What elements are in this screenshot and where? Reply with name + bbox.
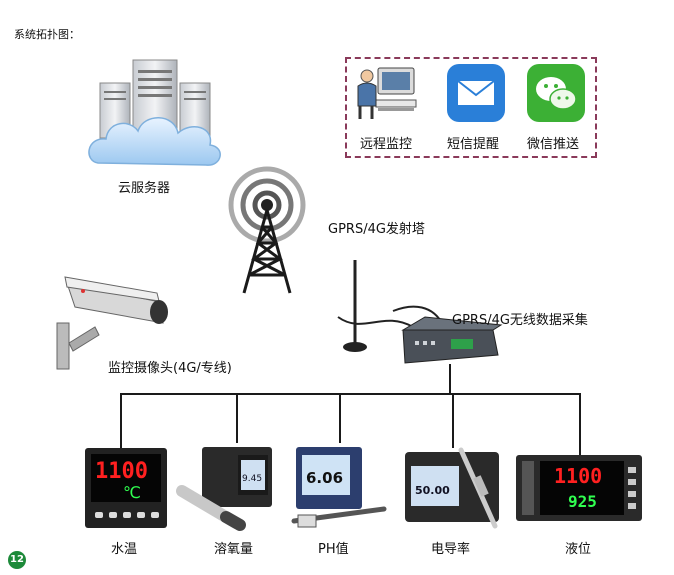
sms-alert-label: 短信提醒 xyxy=(447,137,500,152)
drop-level xyxy=(579,393,581,455)
dissolved-oxygen-meter-icon: 9.45 xyxy=(176,447,272,531)
notification-group xyxy=(345,57,597,158)
wechat-icon xyxy=(527,64,585,122)
water-temp-unit: ℃ xyxy=(123,483,141,502)
level-reading-top: 1100 xyxy=(554,464,602,488)
collector-drop-line xyxy=(449,364,451,394)
conductivity-reading: 50.00 xyxy=(415,484,450,497)
water-temp-reading: 1100 xyxy=(95,459,148,484)
ph-label: PH值 xyxy=(318,542,349,557)
remote-monitor-label: 远程监控 xyxy=(360,137,413,152)
cloud-server-label: 云服务器 xyxy=(118,181,171,196)
conductivity-label: 电导率 xyxy=(431,542,471,557)
drop-water-temp xyxy=(120,393,122,453)
dissolved-oxygen-label: 溶氧量 xyxy=(214,542,254,557)
data-collector-icon xyxy=(337,260,503,364)
water-temp-meter-icon: 1100 ℃ xyxy=(85,448,167,528)
camera-icon xyxy=(56,276,168,370)
page-title: 系统拓扑图： xyxy=(14,28,80,41)
level-meter-icon: 1100 925 xyxy=(516,455,642,521)
cloud-server-icon xyxy=(88,59,221,166)
page-number-badge: 12 xyxy=(8,551,26,569)
level-reading-bottom: 925 xyxy=(568,492,597,511)
drop-ph xyxy=(339,393,341,443)
tower-label: GPRS/4G发射塔 xyxy=(328,222,425,237)
drop-conductivity xyxy=(452,393,454,448)
collector-label: GPRS/4G无线数据采集 xyxy=(452,313,588,328)
drop-dissolved-oxygen xyxy=(236,393,238,443)
ph-meter-icon: 6.06 xyxy=(291,447,387,528)
computer-operator-icon xyxy=(357,67,417,119)
ph-reading: 6.06 xyxy=(306,469,343,487)
dissolved-oxygen-reading: 9.45 xyxy=(242,474,262,484)
camera-label: 监控摄像头(4G/专线) xyxy=(108,361,232,376)
wechat-push-label: 微信推送 xyxy=(527,137,580,152)
signal-tower-icon xyxy=(228,166,306,294)
level-label: 液位 xyxy=(565,542,592,557)
conductivity-meter-icon: 50.00 xyxy=(405,447,499,529)
water-temp-label: 水温 xyxy=(111,542,138,557)
mail-icon xyxy=(447,64,505,122)
bus-line xyxy=(120,393,581,395)
